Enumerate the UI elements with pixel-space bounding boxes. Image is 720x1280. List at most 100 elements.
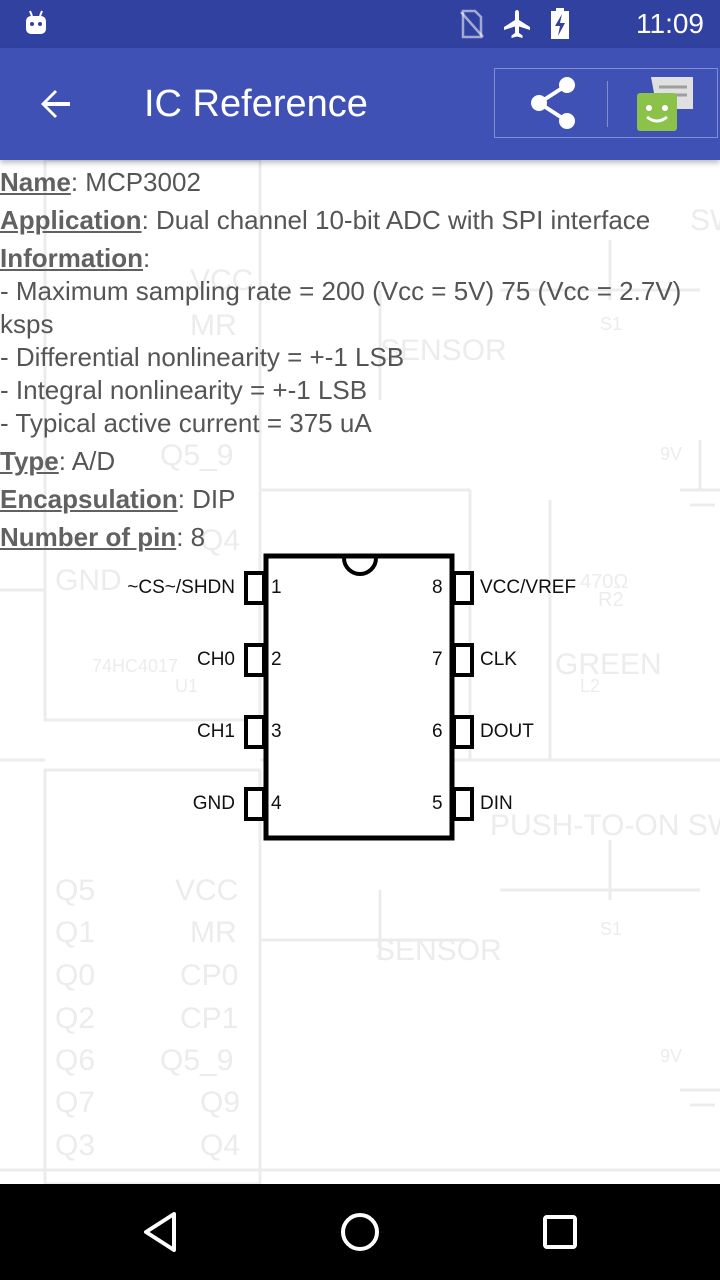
svg-text:Q3: Q3 [55,1129,95,1162]
pins-label: Number of pin [0,522,177,552]
name-label: Name [0,167,71,197]
info-line: - Maximum sampling rate = 200 (Vcc = 5V)… [0,276,682,339]
nav-back-icon [144,1212,176,1252]
pin-name: CH1 [196,721,235,742]
info-line: - Differential nonlinearity = +-1 LSB [0,342,405,372]
arrow-back-icon [41,90,70,118]
dip-package-outline [244,553,474,841]
pin-number: 6 [432,721,443,742]
battery-charging-icon [551,8,569,39]
encapsulation-row: Encapsulation: DIP [0,483,720,516]
info-line: - Integral nonlinearity = +-1 LSB [0,375,368,405]
svg-text:MR: MR [190,309,237,342]
background-schematic: SW VCC MR SENSOR S1 Q5_9 9V Q4 GND 470Ω … [0,160,720,1184]
svg-text:Q5: Q5 [55,874,95,907]
svg-text:L2: L2 [580,676,600,696]
svg-text:VCC: VCC [175,874,238,907]
svg-text:GND: GND [55,564,122,597]
svg-text:SENSOR: SENSOR [380,334,507,367]
svg-text:PUSH-TO-ON SW: PUSH-TO-ON SW [490,809,720,842]
svg-text:MR: MR [190,916,237,949]
svg-text:470Ω: 470Ω [580,571,628,593]
back-button[interactable] [24,72,88,136]
application-label: Application [0,205,142,235]
app-bar: IC Reference [0,48,720,160]
action-buttons [494,68,718,138]
ic-info: Name: MCP3002 Application: Dual channel … [0,166,720,554]
svg-text:VCC: VCC [190,264,253,297]
pin-name: DOUT [480,721,534,742]
svg-text:GREEN: GREEN [555,648,662,681]
svg-text:Q5_9: Q5_9 [160,1044,233,1077]
svg-text:SENSOR: SENSOR [375,934,502,967]
type-row: Type: A/D [0,445,720,478]
pin-name: CH0 [196,649,235,670]
colon: : [143,243,151,273]
nav-back-button[interactable] [136,1208,184,1256]
svg-text:74HC4017: 74HC4017 [92,656,178,676]
pin-name: VCC/VREF [480,577,577,598]
info-line: - Typical active current = 375 uA [0,408,372,438]
svg-text:Q4: Q4 [200,524,240,557]
feedback-button[interactable] [633,75,697,135]
type-value: A/D [71,446,116,476]
application-row: Application: Dual channel 10-bit ADC wit… [0,204,720,237]
svg-text:S1: S1 [600,314,622,334]
pin-name: CLK [480,649,517,670]
pin-name: ~CS~/SHDN [127,577,235,598]
pin-number: 3 [271,721,282,742]
pin-number: 5 [432,793,443,814]
share-icon [531,77,575,129]
name-row: Name: MCP3002 [0,166,720,199]
status-time: 11:09 [636,8,704,39]
page-title: IC Reference [144,83,368,125]
navigation-bar [0,1184,720,1280]
share-button[interactable] [525,75,581,131]
action-divider [607,81,608,127]
nav-recents-button[interactable] [536,1208,584,1256]
svg-text:9V: 9V [660,444,682,464]
svg-text:Q0: Q0 [55,959,95,992]
status-icons [460,8,570,40]
svg-text:Q4: Q4 [200,1129,240,1162]
application-value: Dual channel 10-bit ADC with SPI interfa… [156,205,651,235]
svg-text:R2: R2 [598,589,624,611]
svg-text:U1: U1 [175,676,198,696]
separator: : [70,167,86,197]
pin-number: 2 [271,649,282,670]
content-area: SW VCC MR SENSOR S1 Q5_9 9V Q4 GND 470Ω … [0,160,720,1184]
svg-text:Q7: Q7 [55,1086,95,1119]
encapsulation-value: DIP [192,484,236,514]
information-label: Information [0,243,143,273]
pin-number: 8 [432,577,443,598]
pins-row: Number of pin: 8 [0,521,720,554]
svg-text:CP1: CP1 [180,1002,238,1035]
android-robot-icon [26,10,46,34]
separator: : [176,522,191,552]
svg-text:Q1: Q1 [55,916,95,949]
separator: : [141,205,157,235]
name-value: MCP3002 [85,167,201,197]
separator: : [177,484,193,514]
svg-text:SW: SW [690,204,720,237]
svg-text:S1: S1 [600,919,622,939]
pin-number: 4 [271,793,282,814]
svg-text:9V: 9V [660,1046,682,1066]
status-bar: 11:09 [0,0,720,48]
svg-text:Q2: Q2 [55,1002,95,1035]
pins-value: 8 [190,522,206,552]
pin-name: DIN [480,793,513,814]
pin-name: GND [192,793,235,814]
svg-text:CP0: CP0 [180,959,238,992]
nav-recents-icon [543,1215,577,1249]
nav-home-button[interactable] [336,1208,384,1256]
svg-text:Q5_9: Q5_9 [160,439,233,472]
feedback-chat-icon [637,77,693,131]
airplane-mode-icon [504,10,530,38]
encapsulation-label: Encapsulation [0,484,178,514]
pin-number: 1 [271,577,282,598]
chip-pinout-diagram: ~CS~/SHDN 1 CH0 2 CH1 3 GND 4 8 VCC/VREF… [0,550,720,850]
type-label: Type [0,446,59,476]
svg-text:Q6: Q6 [55,1044,95,1077]
no-sim-icon [460,9,484,39]
